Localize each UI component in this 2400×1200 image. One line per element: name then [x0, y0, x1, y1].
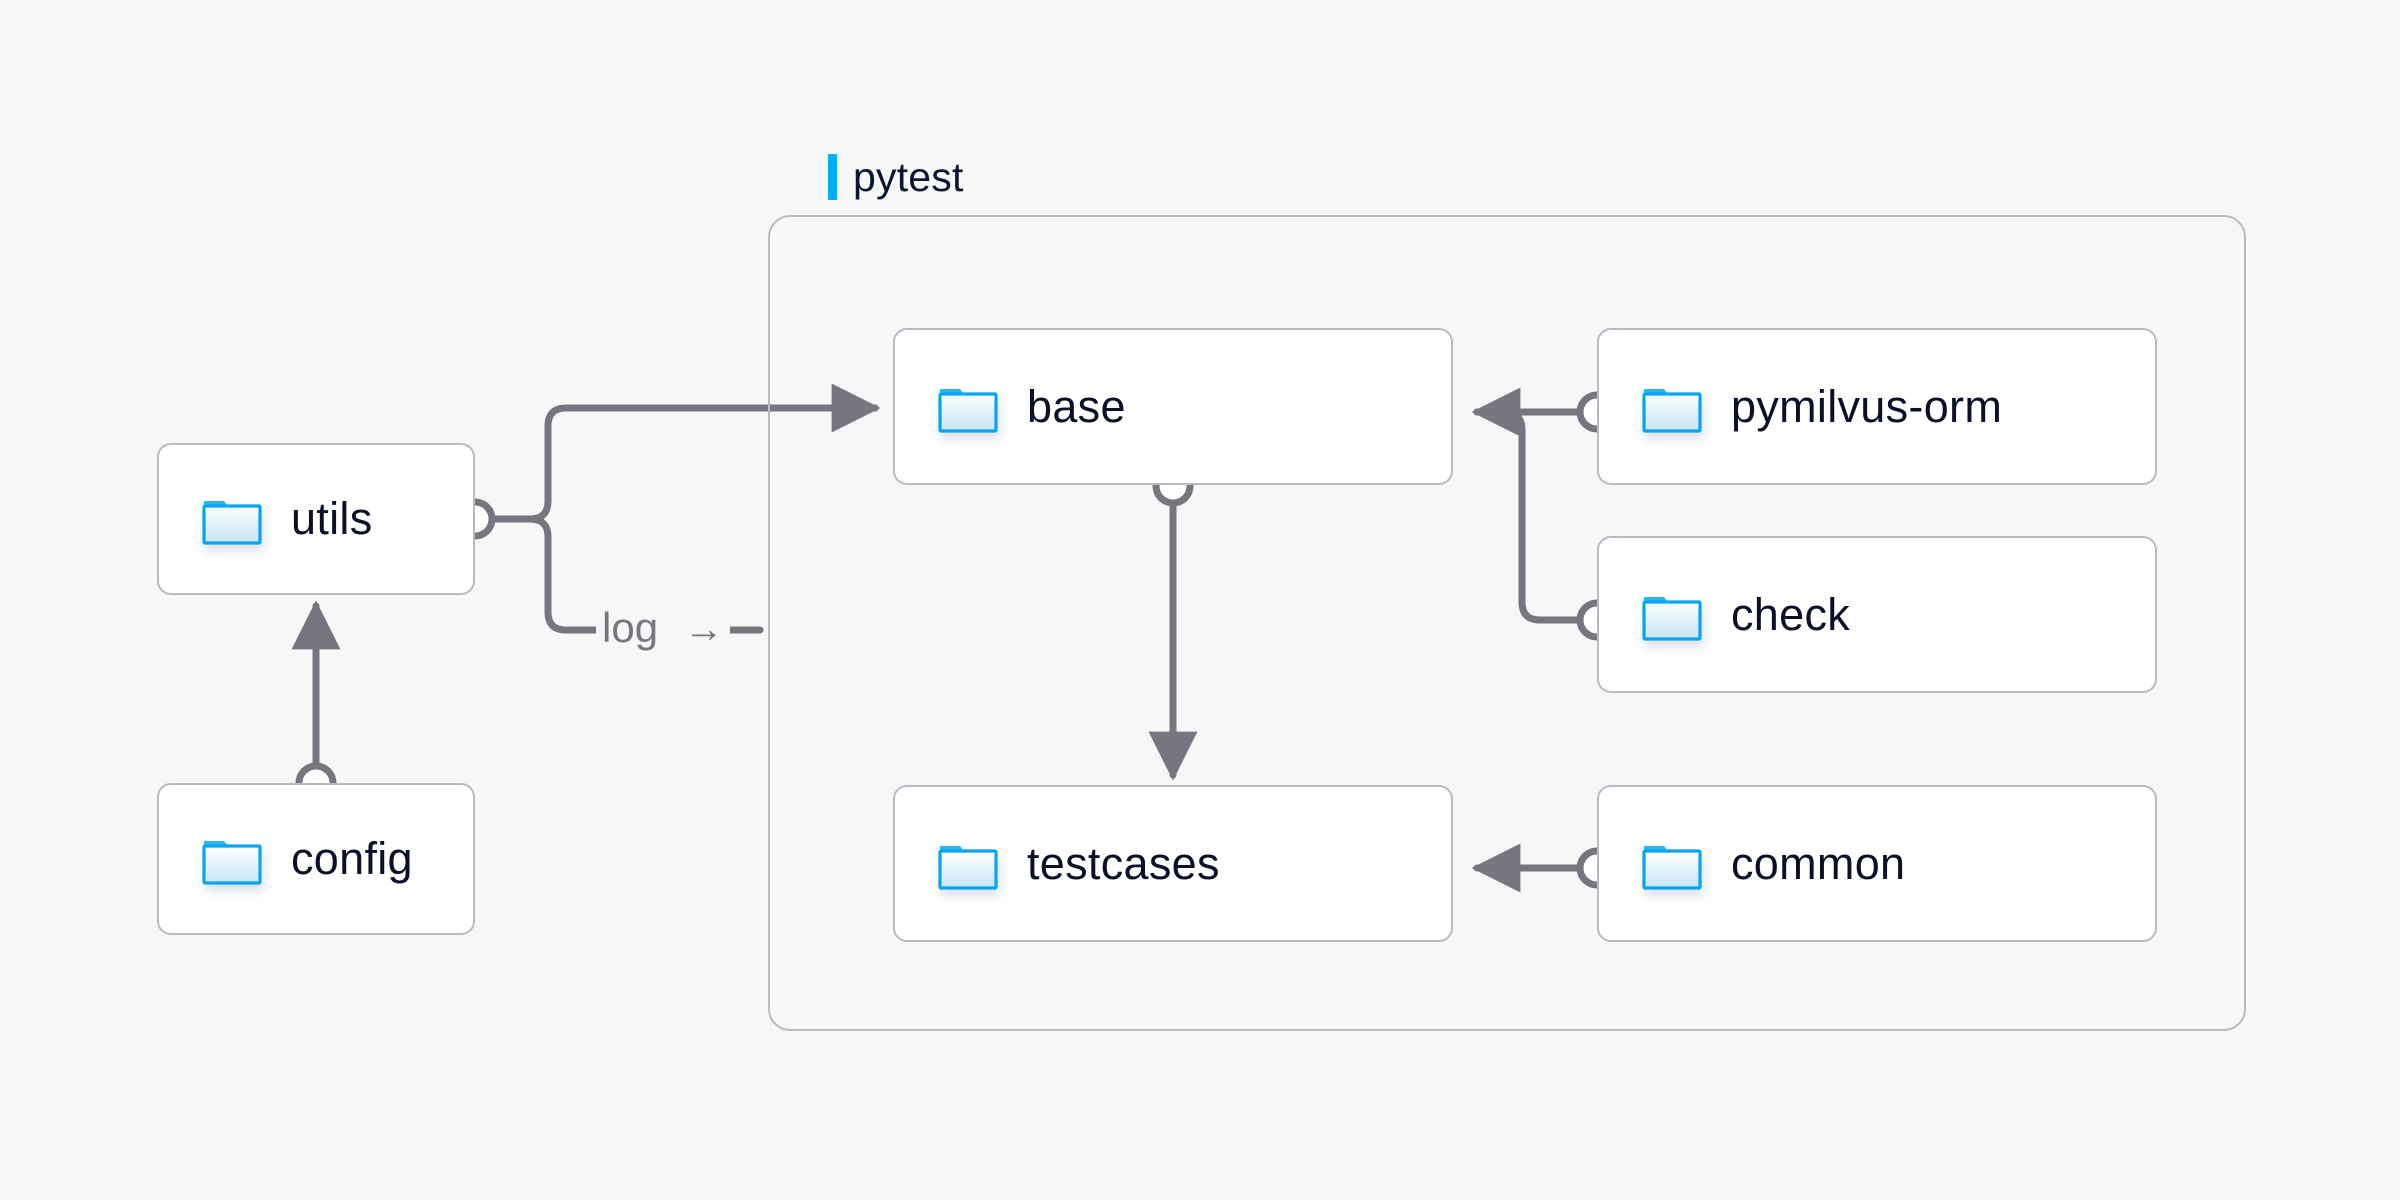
- edge-label-log-text: log: [602, 604, 659, 651]
- node-config[interactable]: config: [157, 783, 475, 935]
- node-utils[interactable]: utils: [157, 443, 475, 595]
- node-common[interactable]: common: [1597, 785, 2157, 942]
- folder-icon: [1641, 588, 1703, 642]
- node-check-label: check: [1731, 588, 1851, 640]
- folder-icon: [937, 837, 999, 891]
- folder-icon: [1641, 380, 1703, 434]
- node-pymilvus-orm-label: pymilvus-orm: [1731, 380, 2003, 432]
- folder-icon: [1641, 837, 1703, 891]
- node-base[interactable]: base: [893, 328, 1453, 485]
- node-pymilvus-orm[interactable]: pymilvus-orm: [1597, 328, 2157, 485]
- node-config-label: config: [291, 833, 413, 884]
- edge-label-log-arrow-icon: →: [683, 607, 724, 651]
- edge-utils-to-log: [471, 515, 604, 634]
- vertical-bar-accent-icon: [828, 154, 837, 200]
- group-pytest: [768, 215, 2246, 1031]
- node-testcases-label: testcases: [1027, 837, 1220, 889]
- node-common-label: common: [1731, 837, 1906, 889]
- node-base-label: base: [1027, 380, 1126, 432]
- edge-label-log: log →: [596, 604, 730, 652]
- group-pytest-title: pytest: [818, 150, 978, 204]
- node-testcases[interactable]: testcases: [893, 785, 1453, 942]
- node-utils-label: utils: [291, 493, 373, 544]
- folder-icon: [201, 832, 263, 886]
- folder-icon: [937, 380, 999, 434]
- group-pytest-label: pytest: [853, 153, 964, 200]
- folder-icon: [201, 492, 263, 546]
- node-check[interactable]: check: [1597, 536, 2157, 693]
